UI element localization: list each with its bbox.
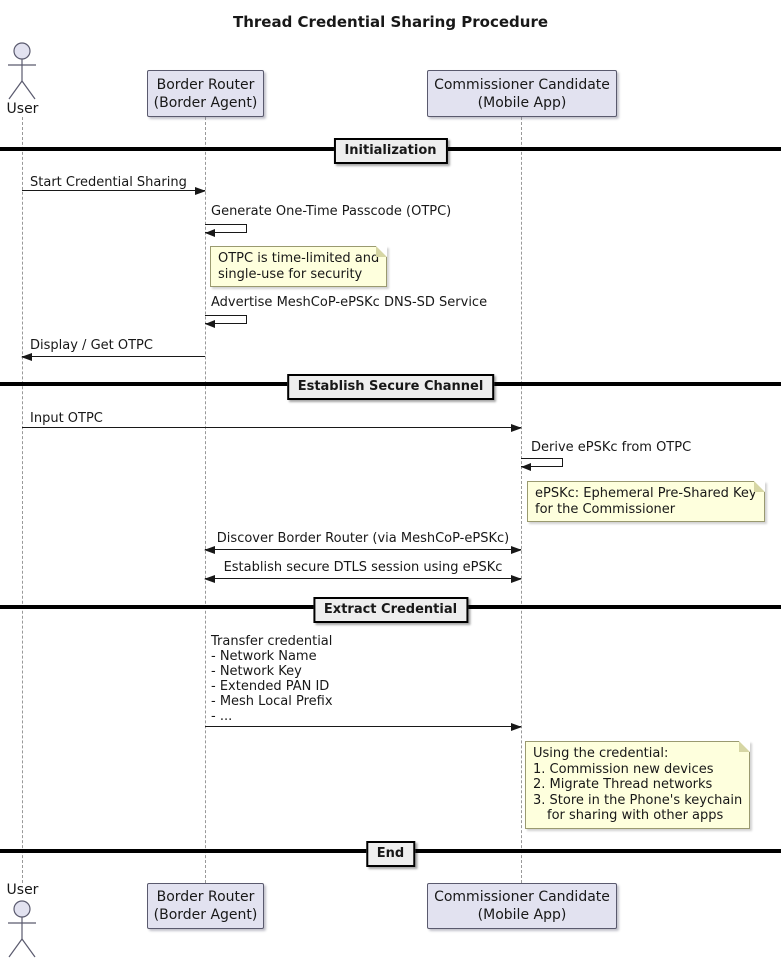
participant-subtitle: (Border Agent) xyxy=(153,907,258,923)
message-arrow-display-get-otpc xyxy=(21,353,205,361)
note-line: 2. Migrate Thread networks xyxy=(533,777,713,792)
note-fold-icon xyxy=(753,481,765,492)
message-line: - Network Name xyxy=(211,649,317,664)
message-label-discover-border-router: Discover Border Router (via MeshCoP-ePSK… xyxy=(216,531,510,546)
participant-subtitle: (Border Agent) xyxy=(153,94,258,111)
arrowhead-left-icon xyxy=(21,353,32,361)
message-arrow-transfer-credential xyxy=(205,723,522,731)
participant-name: Border Router xyxy=(156,76,255,93)
actor-user-label-top: User xyxy=(6,101,39,117)
message-label-generate-otpc: Generate One-Time Passcode (OTPC) xyxy=(211,204,452,219)
message-arrow-input-otpc xyxy=(22,424,522,432)
note-line: Using the credential: xyxy=(533,746,669,761)
participant-name: Commissioner Candidate xyxy=(434,76,610,93)
participant-box-commissioner-bottom: Commissioner Candidate (Mobile App) xyxy=(427,883,617,929)
participant-name: Border Router xyxy=(156,889,255,905)
participant-box-border-router-bottom: Border Router (Border Agent) xyxy=(147,883,264,929)
self-message-arrow-generate-otpc xyxy=(205,224,247,237)
note-line: 1. Commission new devices xyxy=(533,761,714,777)
arrowhead-left-icon xyxy=(205,320,215,328)
lifeline-border-router xyxy=(205,117,206,883)
message-arrow-discover-border-router xyxy=(204,546,522,554)
message-label-transfer-credential: Transfer credential - Network Name - Net… xyxy=(211,634,333,724)
participant-box-commissioner-top: Commissioner Candidate (Mobile App) xyxy=(427,70,617,117)
arrowhead-left-icon xyxy=(204,546,215,554)
message-line: - Extended PAN ID xyxy=(211,679,330,694)
actor-user-label-bottom: User xyxy=(6,882,39,898)
note-line: OTPC is time-limited and xyxy=(218,251,380,266)
stick-figure-icon xyxy=(8,900,36,958)
arrowhead-right-icon xyxy=(511,546,522,554)
note-line: for sharing with other apps xyxy=(547,808,724,823)
message-label-derive-epskc: Derive ePSKc from OTPC xyxy=(531,440,692,455)
participant-subtitle: (Mobile App) xyxy=(477,94,567,111)
arrowhead-left-icon xyxy=(205,229,215,237)
arrowhead-left-icon xyxy=(204,575,215,583)
participant-subtitle: (Mobile App) xyxy=(477,907,567,923)
message-arrow-start-credential-sharing xyxy=(22,187,206,195)
message-label-input-otpc: Input OTPC xyxy=(30,411,103,426)
arrowhead-right-icon xyxy=(511,723,522,731)
note-line: ePSKc: Ephemeral Pre-Shared Key xyxy=(535,486,757,501)
message-label-start-credential-sharing: Start Credential Sharing xyxy=(30,175,187,190)
participant-name: Commissioner Candidate xyxy=(434,889,610,905)
arrowhead-left-icon xyxy=(521,463,531,471)
message-label-establish-dtls: Establish secure DTLS session using ePSK… xyxy=(223,560,503,575)
divider-label-establish-secure-channel: Establish Secure Channel xyxy=(286,374,495,400)
note-otpc-security: OTPC is time-limited and single-use for … xyxy=(210,246,388,287)
participant-box-border-router-top: Border Router (Border Agent) xyxy=(147,70,264,117)
arrowhead-right-icon xyxy=(195,187,206,195)
lifeline-commissioner xyxy=(521,117,522,883)
divider-label-extract-credential: Extract Credential xyxy=(312,597,469,623)
note-line: for the Commissioner xyxy=(535,501,676,517)
note-using-credential: Using the credential: 1. Commission new … xyxy=(525,741,751,829)
self-message-arrow-advertise-dnssd xyxy=(205,315,247,328)
arrowhead-right-icon xyxy=(511,424,522,432)
note-line: single-use for security xyxy=(218,266,363,282)
note-line: 3. Store in the Phone's keychain xyxy=(533,792,743,808)
note-epskc-definition: ePSKc: Ephemeral Pre-Shared Key for the … xyxy=(527,481,765,522)
note-fold-icon xyxy=(376,246,388,257)
lifeline-user xyxy=(22,117,23,883)
message-line: - Network Key xyxy=(211,664,302,679)
message-arrow-establish-dtls xyxy=(204,575,522,583)
message-line: - ... xyxy=(211,709,233,724)
message-line: Transfer credential xyxy=(211,634,333,649)
stick-figure-icon xyxy=(8,42,36,100)
message-label-display-get-otpc: Display / Get OTPC xyxy=(30,338,153,353)
message-line: - Mesh Local Prefix xyxy=(211,694,333,709)
divider-label-end: End xyxy=(365,841,416,867)
arrowhead-right-icon xyxy=(511,575,522,583)
note-fold-icon xyxy=(739,741,751,752)
self-message-arrow-derive-epskc xyxy=(521,458,563,471)
message-label-advertise-dnssd: Advertise MeshCoP-ePSKc DNS-SD Service xyxy=(211,295,488,310)
divider-label-initialization: Initialization xyxy=(333,138,448,164)
diagram-title: Thread Credential Sharing Procedure xyxy=(232,13,549,31)
